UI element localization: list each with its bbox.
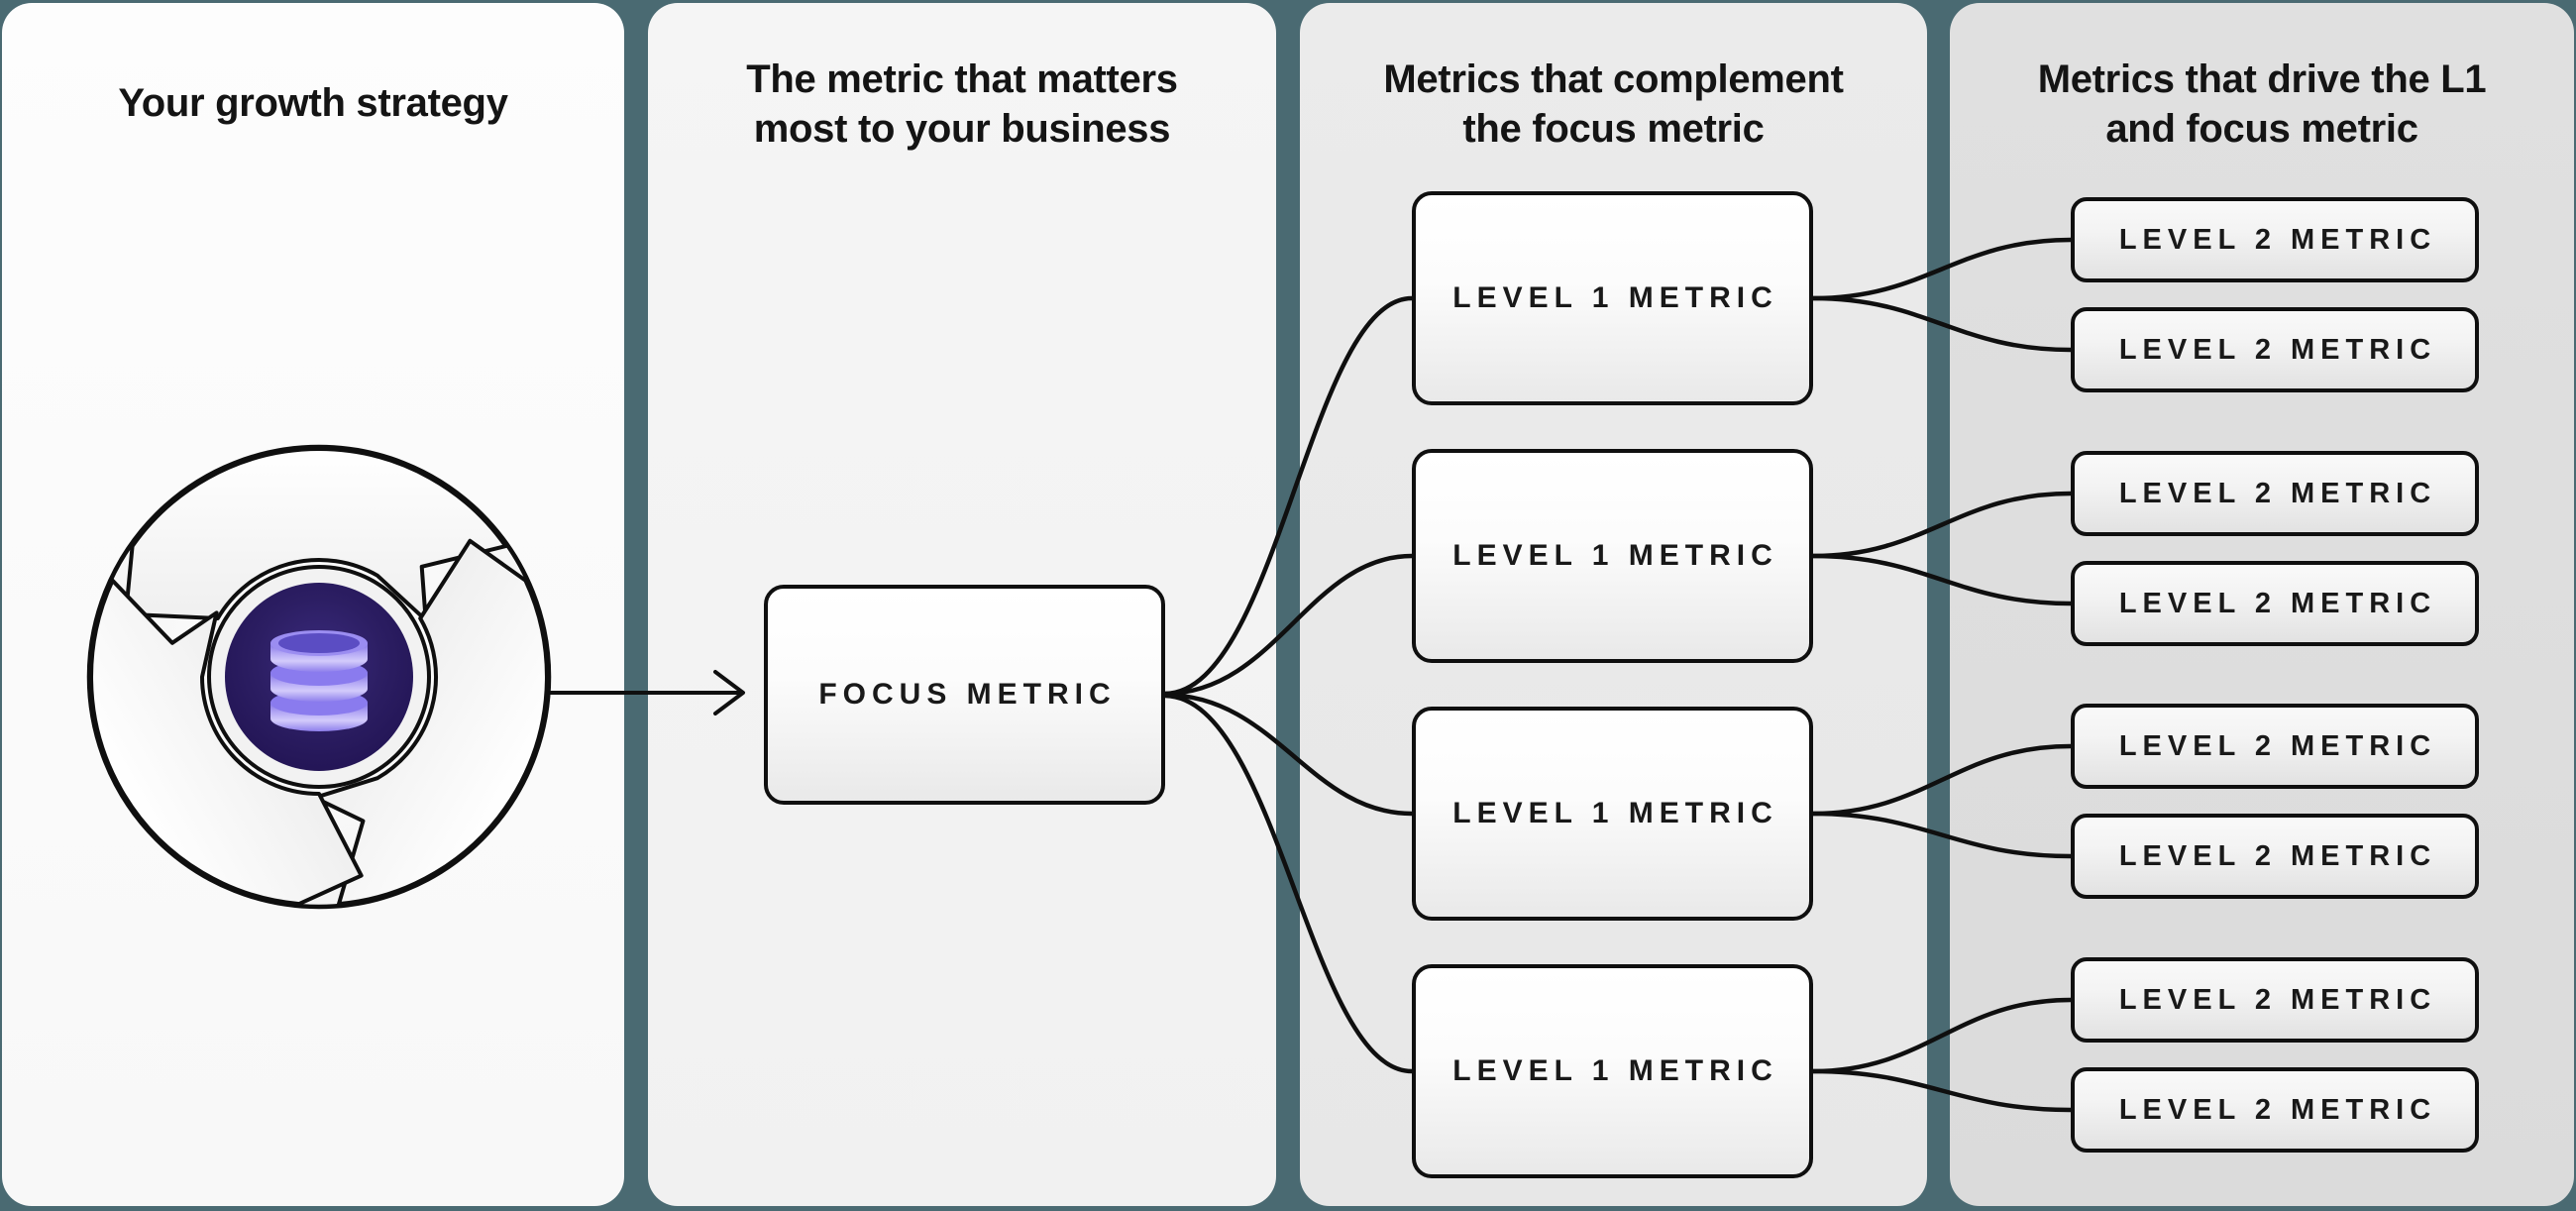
level2-metric-node: LEVEL 2 METRIC: [2071, 307, 2479, 392]
level1-metric-node: LEVEL 1 METRIC: [1412, 191, 1813, 405]
panel-title: The metric that matters most to your bus…: [746, 57, 1178, 151]
level2-metric-node: LEVEL 2 METRIC: [2071, 1067, 2479, 1153]
connector: [1810, 491, 2074, 559]
connector: [1162, 553, 1415, 697]
database-icon: [270, 630, 368, 731]
focus-metric-node: FOCUS METRIC: [764, 585, 1165, 805]
panel-title: Metrics that complement the focus metric: [1383, 57, 1844, 151]
flywheel-blade: [89, 578, 364, 907]
connector: [1810, 743, 2074, 817]
focus-to-l1-connectors: [1162, 295, 1415, 1074]
level2-metric-node: LEVEL 2 METRIC: [2071, 561, 2479, 646]
level2-metric-node: LEVEL 2 METRIC: [2071, 957, 2479, 1043]
level2-metric-node: LEVEL 2 METRIC: [2071, 704, 2479, 789]
connector: [1810, 553, 2074, 606]
connector: [1162, 692, 1415, 817]
flywheel-icon: [86, 444, 552, 910]
connector: [1810, 811, 2074, 859]
connector: [1162, 295, 1415, 697]
connector: [1810, 295, 2074, 353]
panel-title: Your growth strategy: [118, 81, 508, 125]
level2-metric-node: LEVEL 2 METRIC: [2071, 814, 2479, 899]
level2-metric-node: LEVEL 2 METRIC: [2071, 197, 2479, 282]
level1-metric-node: LEVEL 1 METRIC: [1412, 449, 1813, 663]
flywheel-blade: [124, 447, 508, 622]
panel-title: Metrics that drive the L1 and focus metr…: [2037, 57, 2487, 151]
l1-to-l2-connectors: [1810, 237, 2074, 1113]
connector: [1162, 693, 1415, 1074]
connector: [1810, 237, 2074, 301]
connector: [1810, 997, 2074, 1074]
level1-metric-node: LEVEL 1 METRIC: [1412, 707, 1813, 921]
level2-metric-node: LEVEL 2 METRIC: [2071, 451, 2479, 536]
flywheel-blade: [312, 538, 549, 907]
right-arrow-icon: [549, 670, 745, 716]
connector: [1810, 1068, 2074, 1113]
level1-metric-node: LEVEL 1 METRIC: [1412, 964, 1813, 1178]
